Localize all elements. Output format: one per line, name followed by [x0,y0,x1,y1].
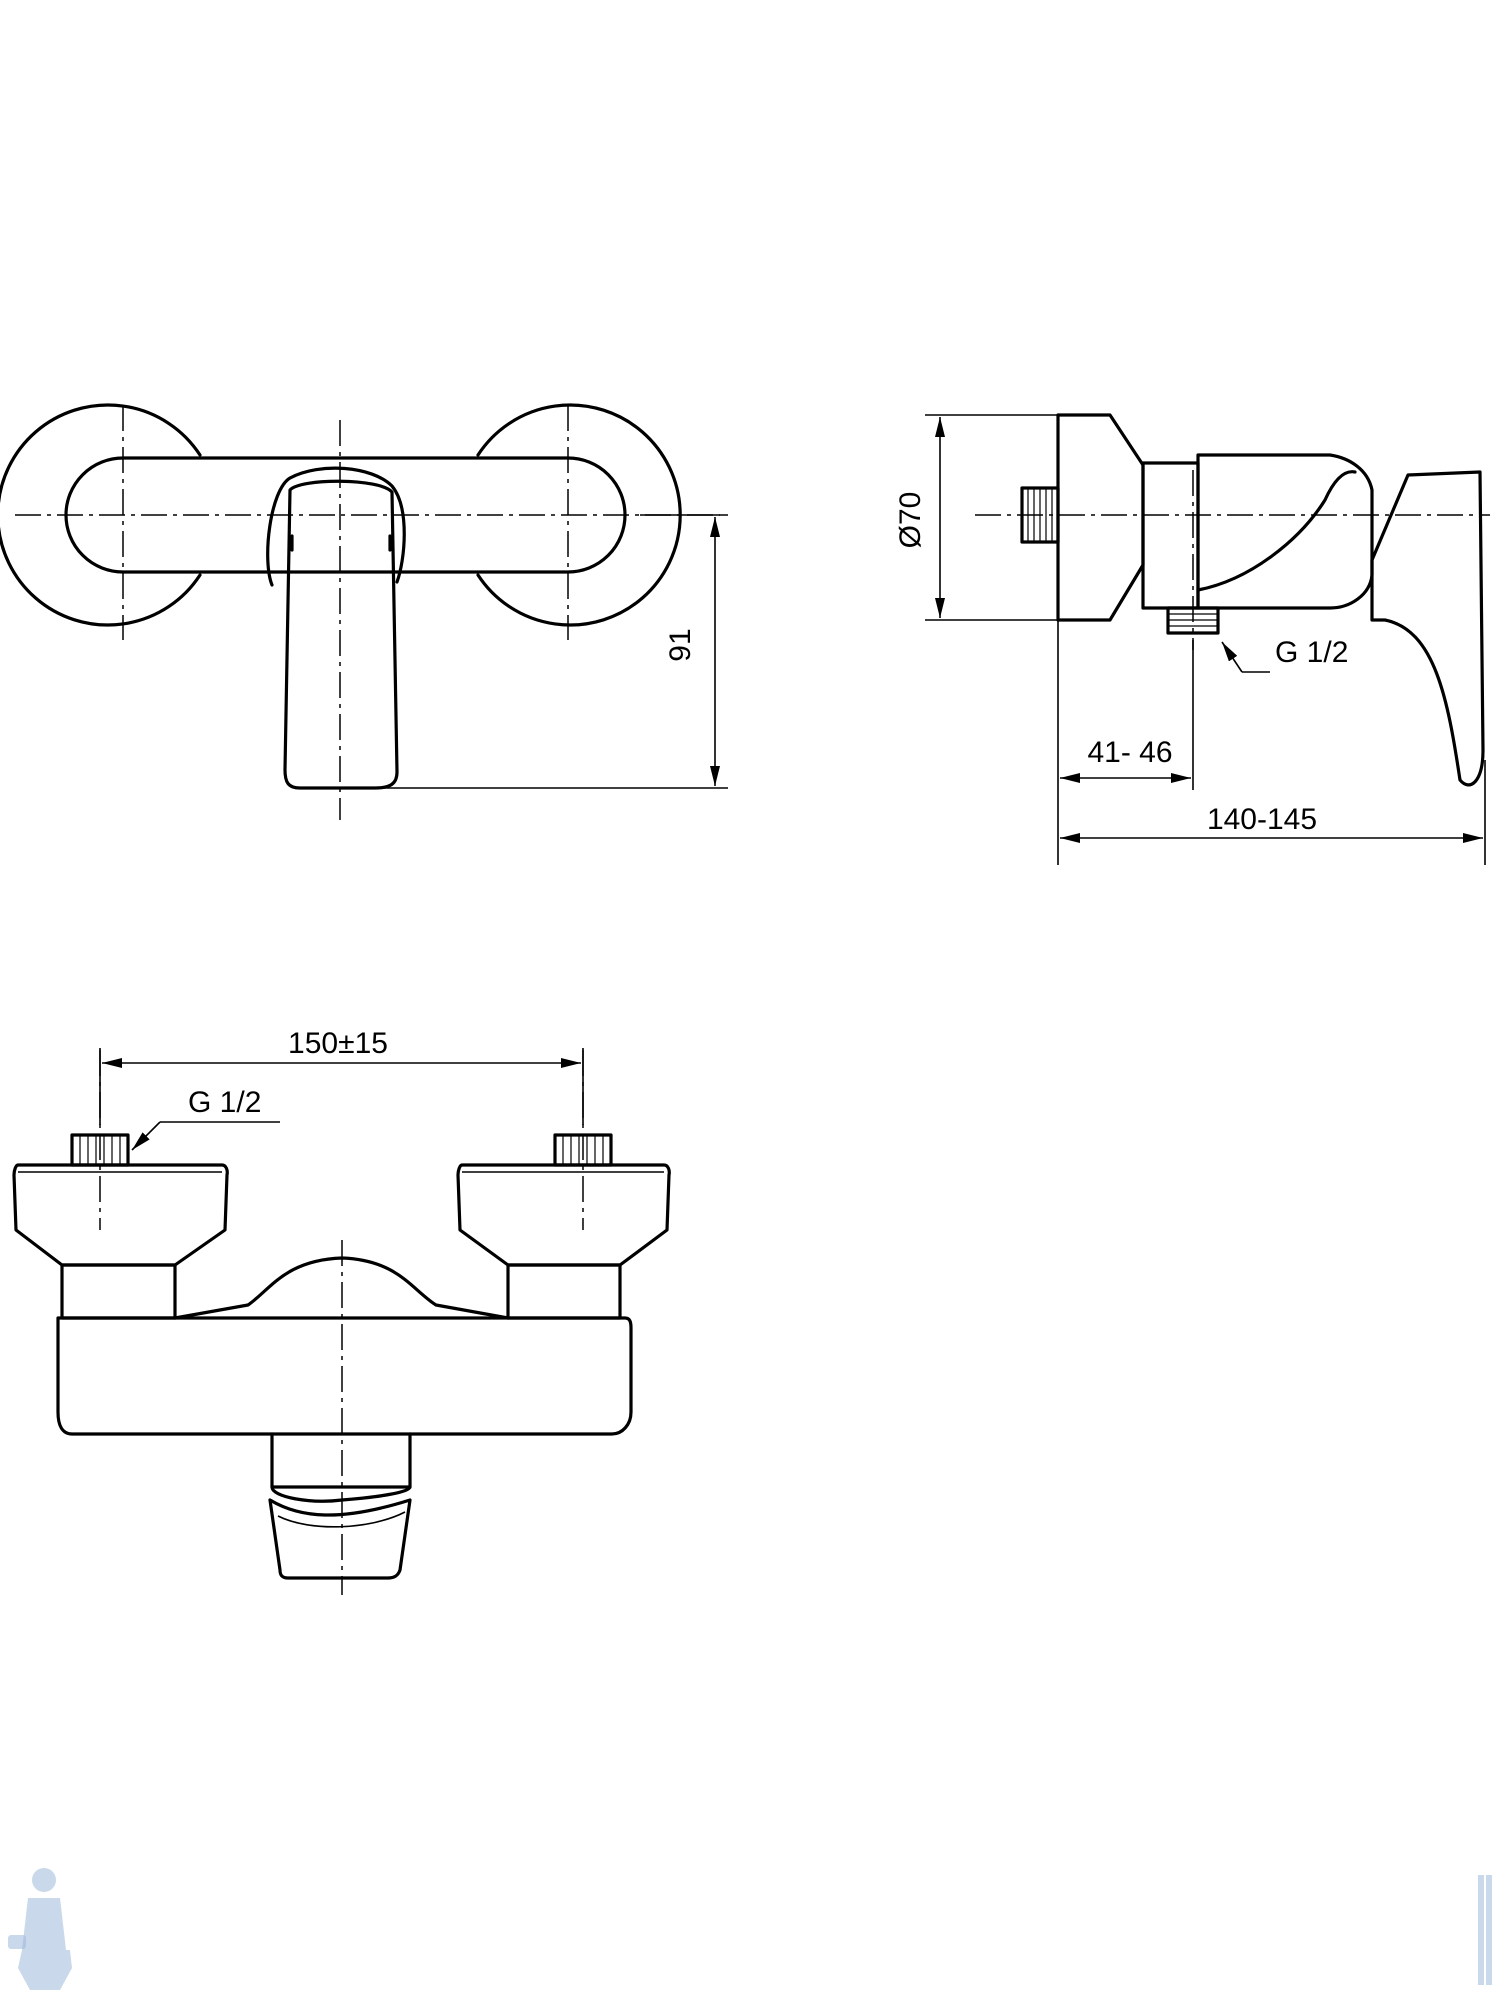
front-lever-curve [270,1485,412,1503]
side-view: Ø70 G 1/2 41- 46 140-145 [894,413,1490,865]
lever-handle-plan [283,479,399,790]
side-neck [1141,461,1200,610]
side-outlet-thread [1168,613,1218,627]
side-lever [1370,470,1485,787]
front-right-rosette [456,1163,671,1267]
side-thread-leader-diagonal [1221,641,1243,673]
side-connector-thread [1027,488,1053,542]
front-lever [268,1498,412,1580]
side-body-curve [1196,470,1357,592]
top-view: 91 [0,403,728,820]
side-body [1196,453,1374,610]
front-thread-leader-diagonal [131,1121,161,1151]
front-right-neck [506,1263,622,1320]
front-left-thread [79,1135,121,1165]
front-lever-neck [270,1432,412,1489]
front-lever-shading [277,1511,406,1528]
height-dimension-label: 91 [664,628,697,661]
inner-dimension-label: 41- 46 [1087,736,1172,769]
diameter-label: Ø70 [894,492,927,549]
front-thread-label: G 1/2 [188,1086,261,1119]
front-left-rosette [12,1163,229,1267]
front-view: 150±15 G 1/2 [12,1027,671,1595]
overall-dimension-label: 140-145 [1207,803,1317,836]
front-mixer-body [56,1316,633,1436]
plumber-logo-watermark [8,1868,72,1990]
mixer-body-plan [64,456,627,574]
front-body-hump [173,1256,510,1320]
front-right-thread [562,1135,604,1165]
watermark-vertical-text [1478,1875,1492,1985]
side-thread-label: G 1/2 [1275,636,1348,669]
left-rosette [0,403,202,627]
side-rosette [1056,413,1145,622]
handle-housing-plan [266,466,406,587]
front-left-neck [60,1263,177,1320]
spacing-label: 150±15 [288,1027,388,1060]
